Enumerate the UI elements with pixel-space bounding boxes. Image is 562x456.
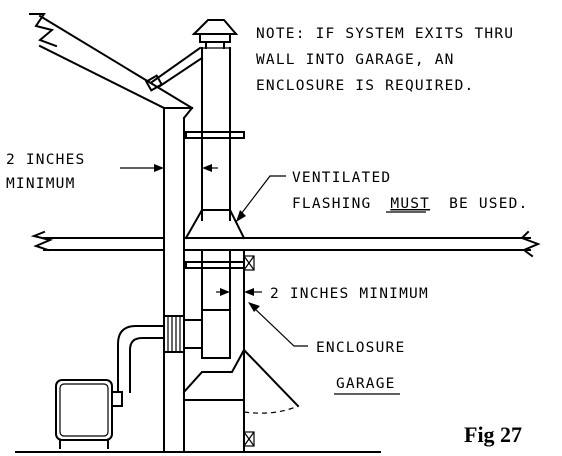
enclosure (182, 249, 300, 453)
dimension-bottom (216, 288, 262, 296)
dimension-top (120, 164, 218, 172)
clearance-top-line-2: MINIMUM (6, 176, 76, 192)
ceiling-floor (30, 230, 541, 258)
note-line-1: NOTE: IF SYSTEM EXITS THRU (256, 26, 514, 42)
ventilated-line-1: VENTILATED (292, 170, 391, 186)
ventilated-flashing-word: FLASHING (292, 196, 371, 212)
garage-label: GARAGE (336, 376, 396, 392)
ventilated-line-2: FLASHING MUST BE USED. (292, 196, 529, 212)
ventilated-leader (237, 175, 286, 219)
enclosure-leader (251, 305, 308, 347)
note-line-3: ENCLOSURE IS REQUIRED. (256, 78, 474, 94)
enclosure-label: ENCLOSURE (316, 340, 405, 356)
clearance-bottom-label: 2 INCHES MINIMUM (270, 286, 429, 302)
roof (29, 13, 194, 110)
ventilated-must-word: MUST (390, 196, 430, 212)
appliance-stove (55, 315, 203, 449)
note-line-2: WALL INTO GARAGE, AN (256, 52, 455, 68)
figure-label: Fig 27 (464, 422, 522, 447)
clearance-top-line-1: 2 INCHES (6, 152, 85, 168)
ventilated-be-used-word: BE USED. (449, 196, 528, 212)
exterior-wall (163, 106, 194, 453)
chimney-pipe (144, 19, 246, 359)
